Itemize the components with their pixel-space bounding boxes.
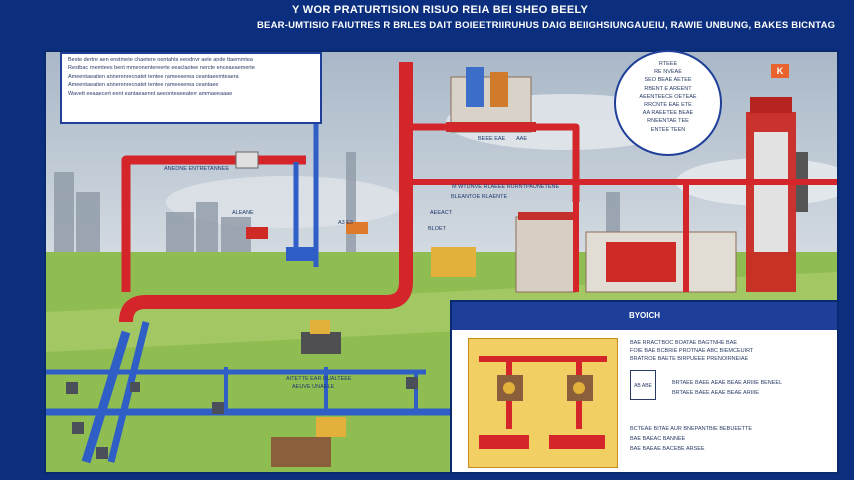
blue-pipe-network — [46, 122, 456, 464]
callout-line: Wavett eeaaecert eent eantaeaennt aeeont… — [68, 90, 233, 97]
label-valve: ALEANE — [232, 210, 254, 216]
inset-line: FOIE BAE BCBRIE PROTNAE ABC BIEMCEUIRT — [630, 348, 754, 354]
inset-line: BRTAEE BAEE AEAE BEAE ARIIIE — [672, 390, 759, 396]
bubble-line: SEO BEAE AETEE — [644, 77, 692, 84]
callout-line: Ameentaeaiten annerenrecnatet tentee ram… — [68, 73, 239, 80]
bubble-line: ENTEE TEEN — [650, 126, 686, 133]
bubble-line: AEENTEECE OETEAE — [639, 93, 697, 100]
bubble-line: RE NVEAE — [654, 69, 682, 76]
equipment — [235, 151, 476, 467]
bubble-line: RTEEE — [658, 61, 678, 67]
label-tank: ANEDNE ENTRETANNEE — [164, 166, 229, 172]
inset-line: BRATROE BAETE BIRPUEEE PRENOIRNEIAE — [630, 356, 749, 362]
inset-illustration — [468, 338, 618, 468]
info-callout: Beste dertre aen enstmete chaetere oenta… — [60, 52, 322, 124]
bubble-line: RRCNTE EAE ETE — [644, 102, 692, 109]
inset-line: BCTEAE BITAE AUR BNEPANTBIE BEBUEETTE — [630, 426, 753, 432]
valves — [66, 377, 418, 459]
callout-line: Restbac rnemtees bent mmeonentereerte ee… — [68, 65, 255, 72]
inset-diagram — [469, 339, 617, 467]
label-outlet: BLOET — [428, 226, 447, 232]
inset-line: BAE RRACTBOC BOATAE BAGTNHE BAE — [630, 340, 738, 346]
brand-logo: K — [771, 64, 789, 78]
info-bubble: RTEEE RE NVEAE SEO BEAE AETEE RBENT E AR… — [614, 50, 722, 156]
page-title: Y WOR PRATURTISION RISUO REIA BEI SHEO B… — [292, 4, 589, 16]
page-subtitle: BEAR-UMTISIO FAIUTRES R BRLES DAIT BOIEE… — [257, 20, 836, 31]
inset-heading: BYOICH — [452, 302, 837, 330]
label-station-sub: AAE — [516, 136, 528, 142]
detail-inset-panel: BYOICH BAE RRACTBOC BOATAE BAGTNHE BAE F… — [450, 300, 839, 474]
bubble-line: RNEENTAE TEE — [647, 118, 689, 125]
inset-line: BAE BAEAE BACEBE ARSEE — [630, 446, 705, 452]
label-station: BEEE EAE — [478, 136, 506, 142]
inset-box: AB ABE — [630, 370, 656, 400]
label-network: AITETTE EAR RUALTEEE — [286, 376, 352, 382]
pump-station — [446, 67, 536, 133]
bubble-line: AA RAEETEE BEAE — [642, 110, 694, 117]
red-pipe-network — [119, 62, 837, 323]
callout-line: Beste dertre aen enstmete chaetere oenta… — [68, 57, 253, 63]
label-junction: AEEACT — [430, 210, 453, 216]
inset-line: BAE BAEAC BANNEE — [630, 436, 686, 442]
label-main: M WTUNVE RLAEEE RURNTPAUNETENE — [452, 184, 560, 190]
callout-line: Ameentaeaiten annerenrecnatet tentee ram… — [68, 82, 219, 89]
label-pump: A3 E3 — [338, 220, 353, 226]
label-network-sub: AEUVE UNAELE — [292, 384, 335, 390]
label-main-sub: BLEANTOE RLAENTE — [451, 194, 508, 200]
inset-line: BRTAEE BAEE AEAE BEAE ARIIIE BENEEL — [672, 380, 783, 386]
bubble-line: RBENT E AREENT — [644, 85, 692, 92]
